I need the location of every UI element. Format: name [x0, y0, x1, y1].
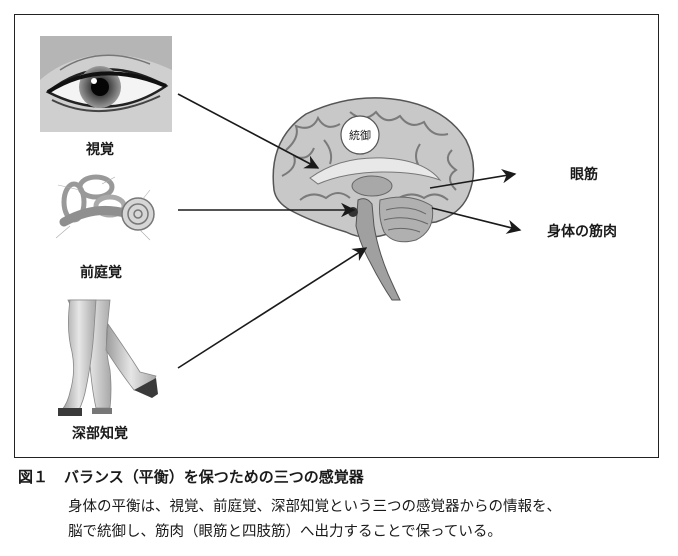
label-eye-muscles: 眼筋 — [570, 167, 598, 183]
arrow-vision-to-brain — [177, 93, 320, 169]
figure-title: バランス（平衡）を保つための三つの感覚器 — [64, 468, 364, 486]
arrow-proprioception-to-brain — [177, 247, 368, 369]
label-vestibular: 前庭覚 — [80, 265, 122, 281]
arrow-brain-to-eye-muscles — [429, 169, 517, 189]
center-label: 統御 — [349, 128, 371, 142]
legs-icon — [58, 299, 158, 416]
diagram-frame — [14, 14, 659, 458]
brain-icon — [272, 97, 475, 301]
eye-icon — [40, 36, 172, 132]
caption-line-1: 身体の平衡は、視覚、前庭覚、深部知覚という三つの感覚器からの情報を、 — [68, 499, 561, 515]
arrow-brain-to-body-muscles — [431, 207, 522, 234]
label-vision: 視覚 — [86, 142, 114, 158]
figure-number: 図１ — [18, 468, 49, 486]
figure-caption-title: 図１ バランス（平衡）を保つための三つの感覚器 — [18, 466, 364, 487]
inner-ear-icon — [46, 172, 164, 248]
label-proprioception: 深部知覚 — [72, 426, 128, 442]
caption-line-2: 脳で統御し、筋肉（眼筋と四肢筋）へ出力することで保っている。 — [68, 524, 502, 540]
label-body-muscles: 身体の筋肉 — [547, 224, 617, 240]
